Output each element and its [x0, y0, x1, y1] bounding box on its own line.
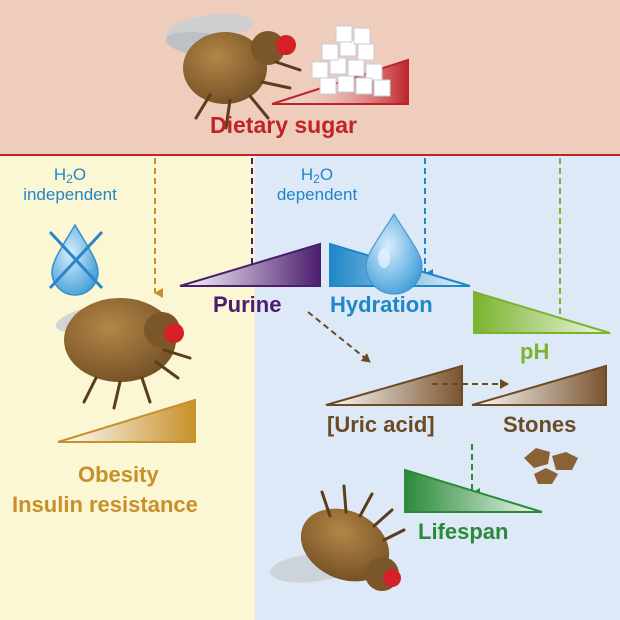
dietary-sugar-label: Dietary sugar — [210, 112, 358, 138]
hydration-label: Hydration — [330, 292, 433, 317]
stones-label: Stones — [503, 412, 577, 437]
purine-ramp — [179, 242, 321, 287]
h2o-dependent-label: H2O dependent — [262, 166, 372, 203]
left-panel — [0, 155, 255, 620]
fly-icon — [165, 13, 302, 130]
arrow-purine-to-uric — [307, 311, 371, 363]
h2o-suffix: O — [72, 165, 87, 184]
lifespan-label: Lifespan — [418, 519, 509, 544]
independent-word: independent — [23, 184, 117, 204]
water-drop-icon — [365, 213, 423, 295]
top-band — [0, 0, 620, 155]
ph-label: pH — [520, 339, 550, 364]
h2o-sub: 2 — [313, 172, 320, 186]
h2o-prefix: H — [53, 165, 67, 184]
obesity-label: Obesity — [78, 462, 159, 487]
stones-ramp — [471, 364, 607, 406]
fly-icon — [270, 484, 406, 591]
obesity-ramp — [57, 398, 196, 443]
h2o-independent-label: H2O independent — [14, 166, 126, 203]
h2o-prefix: H — [300, 165, 314, 184]
sugar-cubes-icon — [311, 25, 391, 97]
h2o-suffix: O — [319, 165, 334, 184]
h2o-sub: 2 — [66, 172, 73, 186]
uric-acid-ramp — [325, 364, 463, 406]
stones-icon — [524, 448, 578, 484]
insulin-resistance-label: Insulin resistance — [12, 492, 198, 517]
purine-label: Purine — [213, 292, 282, 317]
lifespan-ramp — [404, 468, 543, 513]
fly-icon — [55, 298, 192, 410]
dependent-word: dependent — [276, 184, 358, 204]
uric-acid-label: [Uric acid] — [327, 412, 435, 437]
water-drop-crossed-icon — [48, 223, 104, 296]
ph-ramp — [473, 290, 611, 334]
